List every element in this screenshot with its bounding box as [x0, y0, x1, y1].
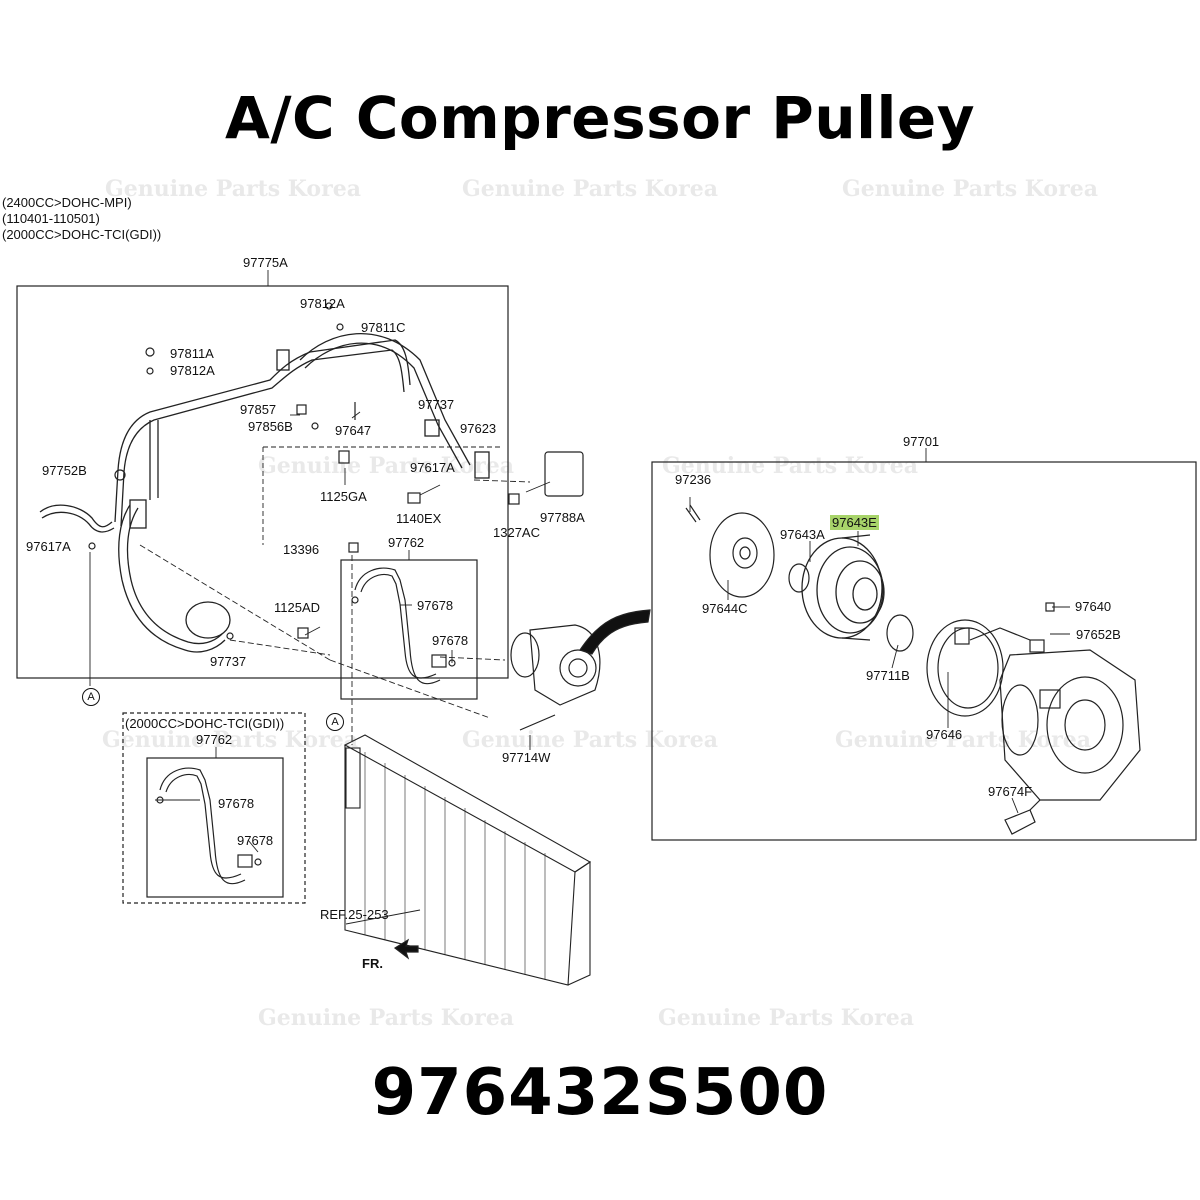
part-label: 97644C	[702, 601, 748, 616]
part-label: 97623	[460, 421, 497, 436]
part-label: 97788A	[540, 510, 585, 525]
compressor-body	[999, 602, 1141, 801]
engine-note: (110401-110501)	[2, 211, 100, 226]
diagram-title: A/C Compressor Pulley	[224, 84, 976, 152]
part-label: 97236	[675, 472, 712, 487]
part-label: 97812A	[300, 296, 345, 311]
leader-lines	[89, 270, 1070, 925]
callout-a: A	[82, 688, 100, 706]
part-label: 97674F	[988, 784, 1033, 799]
part-label: 97811A	[170, 346, 214, 361]
part-label: 97678	[432, 633, 469, 648]
part-label: 97762	[196, 732, 233, 747]
watermark: Genuine Parts Korea	[462, 727, 718, 753]
suction-hose	[39, 332, 490, 653]
inset-engine-note: (2000CC>DOHC-TCI(GDI))	[125, 716, 285, 731]
watermark: Genuine Parts Korea	[662, 453, 918, 479]
part-label: 1140EX	[396, 511, 442, 526]
part-label: 97811C	[361, 320, 406, 335]
watermark: Genuine Parts Korea	[105, 176, 361, 202]
part-label: 97857	[240, 402, 277, 417]
o-ring	[886, 614, 914, 652]
watermark: Genuine Parts Korea	[258, 453, 514, 479]
fasteners	[88, 302, 584, 640]
part-label: 97775A	[243, 255, 288, 270]
hose-assembly-frame	[16, 285, 509, 679]
part-label: 97701	[903, 434, 940, 449]
part-label: 97678	[218, 796, 255, 811]
engine-note: (2000CC>DOHC-TCI(GDI))	[2, 227, 162, 242]
watermark: Genuine Parts Korea	[658, 1005, 914, 1031]
part-label: 97617A	[26, 539, 71, 554]
front-arrow	[393, 938, 419, 960]
part-label: 97640	[1075, 599, 1112, 614]
pressure-switch	[1004, 799, 1041, 835]
highlighted-part-number: 97643E	[830, 515, 879, 530]
inset-hose-frame	[146, 757, 284, 898]
part-label: 97856B	[248, 419, 293, 434]
discharge-hose	[351, 567, 456, 685]
part-label: 97617A	[410, 460, 455, 475]
part-label: 97647	[335, 423, 372, 438]
part-label: 97762	[388, 535, 425, 550]
part-number: 976432S500	[371, 1056, 829, 1130]
field-coil	[926, 619, 1031, 717]
part-label: 97714W	[502, 750, 551, 765]
watermark: Genuine Parts Korea	[258, 1005, 514, 1031]
part-label: 1125GA	[320, 489, 367, 504]
watermark: Genuine Parts Korea	[462, 176, 718, 202]
part-label: 97752B	[42, 463, 87, 478]
inset-dashed-frame	[122, 712, 306, 904]
part-label: 97678	[237, 833, 274, 848]
compressor-assembly-frame	[651, 461, 1197, 841]
compressor-small	[510, 624, 601, 731]
pulley	[801, 534, 885, 641]
part-label: 97737	[210, 654, 247, 669]
part-label: 97737	[418, 397, 455, 412]
part-label: 97711B	[866, 668, 910, 683]
part-label: 13396	[283, 542, 320, 557]
inset-hose	[156, 767, 262, 885]
clutch-hub-plate	[685, 504, 775, 598]
part-label: 97652B	[1076, 627, 1121, 642]
part-label-highlighted: 97643E	[830, 515, 879, 530]
part-label: 97678	[417, 598, 454, 613]
part-label: 1125AD	[274, 600, 321, 615]
front-label: FR.	[362, 956, 383, 971]
pointer-arrow	[579, 609, 651, 655]
part-label: 97812A	[170, 363, 215, 378]
watermark: Genuine Parts Korea	[102, 727, 358, 753]
part-label: 97646	[926, 727, 963, 742]
snap-ring	[788, 563, 810, 593]
ref-label: REF.25-253	[320, 907, 389, 922]
watermark: Genuine Parts Korea	[842, 176, 1098, 202]
part-label: 97643A	[780, 527, 825, 542]
condenser	[343, 734, 592, 986]
callout-a: A	[326, 713, 344, 731]
part-label: 1327AC	[493, 525, 540, 540]
engine-note: (2400CC>DOHC-MPI)	[2, 195, 132, 210]
